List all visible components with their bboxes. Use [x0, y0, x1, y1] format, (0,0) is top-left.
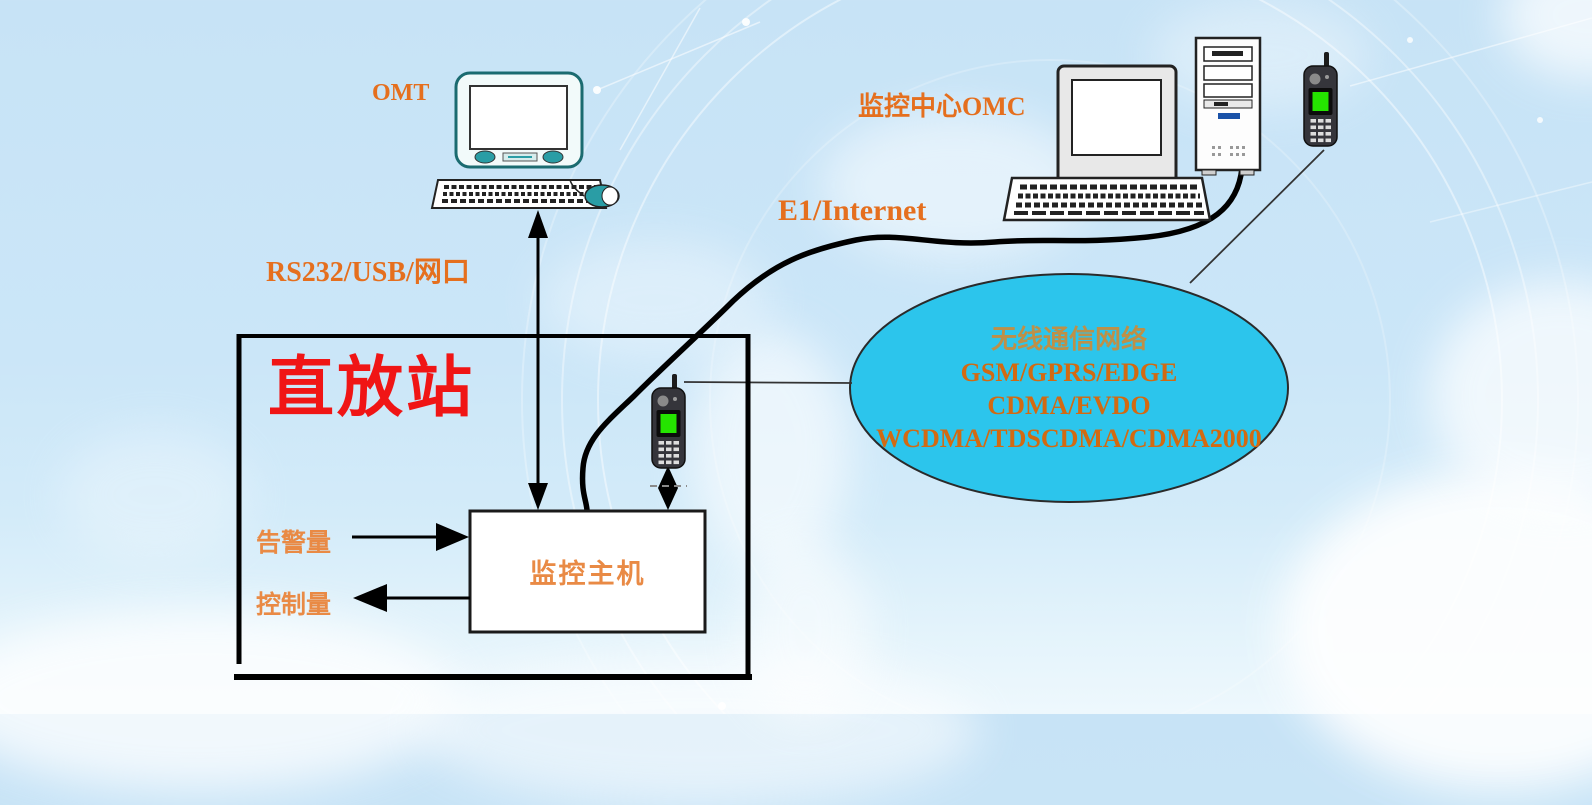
repeater-station-title: 直放站 — [268, 352, 475, 425]
slide-canvas: { "diagram": { "labels": { "omt": "OMT",… — [0, 0, 1592, 714]
network-arc-decoration — [521, 0, 1592, 714]
e1-internet-label: E1/Internet — [778, 194, 927, 227]
phone-link-arrow — [650, 466, 687, 510]
e1-internet-cable — [579, 165, 1245, 513]
control-label: 控制量 — [256, 592, 332, 619]
rs232-label: RS232/USB/网口 — [266, 257, 470, 288]
phone-to-network-line — [683, 381, 853, 384]
omc-computer-icon — [1002, 64, 1212, 222]
map-blob — [740, 540, 870, 720]
map-blob — [690, 330, 850, 570]
wireless-network-cloud — [849, 273, 1289, 503]
omc-phone-to-network-line — [1189, 149, 1325, 284]
wireless-network-tech1: GSM/GPRS/EDGE — [960, 358, 1178, 387]
omc-label: 监控中心OMC — [858, 92, 1026, 121]
wireless-network-text: 无线通信网络 GSM/GPRS/EDGE CDMA/EVDO WCDMA/TDS… — [829, 323, 1309, 455]
wireless-network-title: 无线通信网络 — [990, 325, 1147, 354]
wireless-network-tech3: WCDMA/TDSCDMA/CDMA2000 — [876, 424, 1262, 453]
repeater-station-box — [234, 334, 752, 680]
wireless-network-tech2: CDMA/EVDO — [987, 391, 1151, 420]
mobile-phone-icon — [651, 373, 686, 469]
alarm-arrow — [352, 523, 469, 551]
omt-label: OMT — [372, 80, 430, 106]
map-blob — [60, 430, 250, 560]
mouse-icon — [584, 184, 620, 208]
server-tower-icon — [1194, 36, 1262, 176]
omt-computer-icon — [430, 71, 620, 209]
rs232-link-arrow — [528, 210, 548, 510]
diagram-layer — [234, 0, 1592, 714]
monitor-host-label: 监控主机 — [529, 559, 646, 589]
monitor-host-box — [468, 509, 707, 634]
control-arrow — [353, 584, 470, 612]
mobile-phone-icon — [1303, 51, 1338, 147]
alarm-label: 告警量 — [256, 530, 332, 557]
